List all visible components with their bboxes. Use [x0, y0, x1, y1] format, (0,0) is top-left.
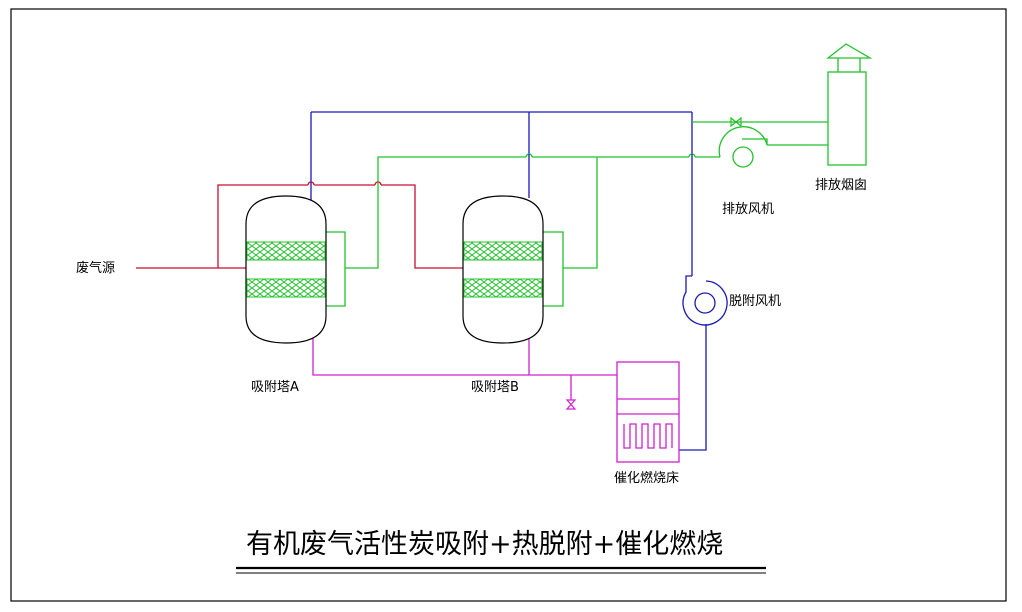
hot-gas-pipes — [312, 335, 617, 400]
label-tower-a: 吸附塔A — [251, 380, 299, 395]
carbon-bed-b-upper — [463, 241, 543, 261]
chimney-icon — [826, 43, 873, 166]
exhaust-fan-icon — [718, 126, 768, 168]
label-desorption-fan: 脱附风机 — [729, 294, 781, 309]
clean-gas-pipes — [324, 121, 828, 307]
waste-gas-pipes — [136, 184, 464, 269]
label-chimney: 排放烟囱 — [815, 178, 867, 193]
label-waste-gas-source: 废气源 — [76, 260, 115, 276]
carbon-bed-a-lower — [246, 278, 326, 298]
pipe-crossover-arcs — [307, 153, 696, 188]
carbon-bed-a-upper — [246, 241, 326, 261]
adsorption-tower-b — [462, 195, 544, 344]
label-catalytic-bed: 催化燃烧床 — [614, 470, 679, 486]
valve-drain-icon — [565, 399, 577, 410]
carbon-bed-b-lower — [463, 278, 543, 298]
desorption-fan-icon — [682, 275, 728, 326]
label-tower-b: 吸附塔B — [471, 380, 519, 395]
page-title: 有机废气活性炭吸附+热脱附+催化燃烧 — [246, 529, 723, 560]
adsorption-tower-a — [245, 195, 327, 344]
drawing-frame — [10, 8, 1007, 602]
pipe-crossovers — [308, 154, 695, 188]
valve-exhaust-bypass-icon — [730, 116, 742, 128]
label-exhaust-fan: 排放风机 — [722, 202, 774, 217]
catalytic-bed-icon — [616, 361, 680, 463]
